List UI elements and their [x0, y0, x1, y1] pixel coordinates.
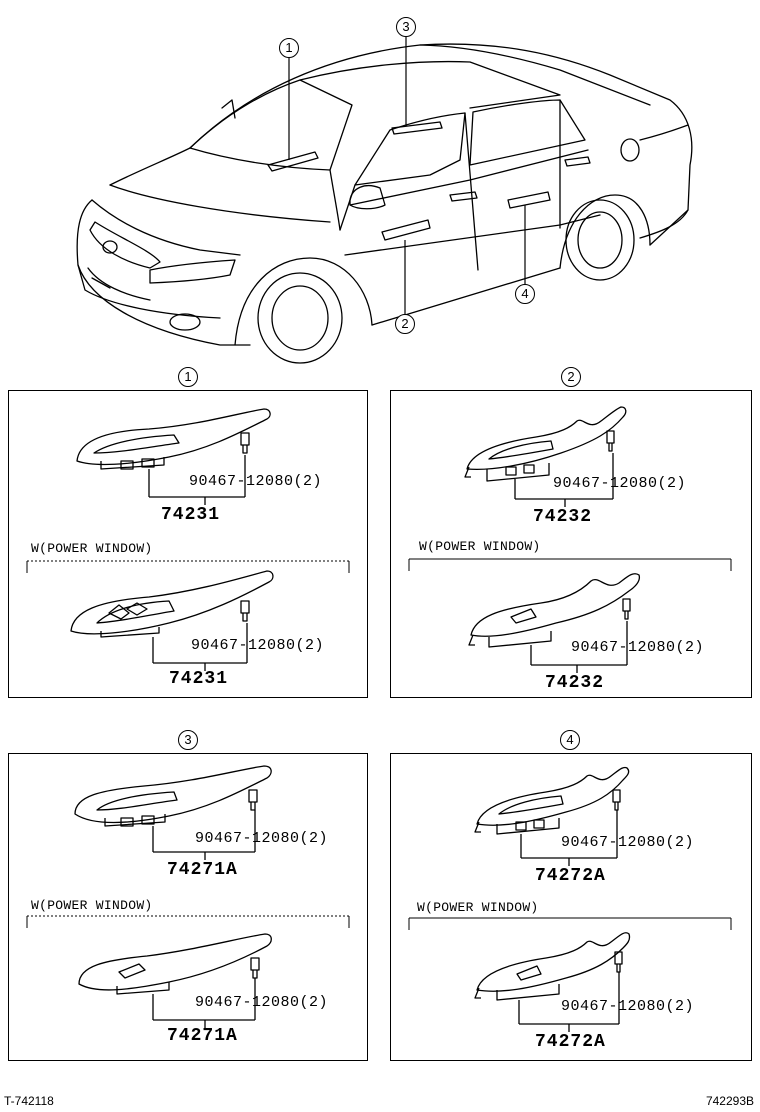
part-number: 74232 [545, 673, 605, 693]
callout-4-car: 4 [515, 284, 535, 304]
part-number: 74231 [169, 669, 229, 689]
panel-4-ref: 4 [560, 730, 580, 750]
callout-1-car: 1 [279, 38, 299, 58]
panel-1-drawing [26, 408, 350, 671]
panel-3-ref: 3 [178, 730, 198, 750]
panel-1: 90467-12080(2) 74231 W(POWER WINDOW) 904… [8, 390, 368, 698]
panel-2-ref: 2 [561, 367, 581, 387]
part-number: 74272A [535, 866, 606, 886]
footer-right-code: 742293B [705, 1094, 754, 1108]
footer-left-code: T-742118 [4, 1094, 54, 1108]
bolt-label: 90467-12080(2) [195, 830, 329, 847]
bolt-label: 90467-12080(2) [553, 475, 687, 492]
variant-label: W(POWER WINDOW) [419, 539, 541, 554]
part-number: 74232 [533, 507, 593, 527]
variant-label: W(POWER WINDOW) [31, 898, 153, 913]
bolt-label: 90467-12080(2) [191, 637, 325, 654]
part-number: 74272A [535, 1032, 606, 1052]
bolt-label: 90467-12080(2) [189, 473, 323, 490]
panel-2-drawing [408, 406, 732, 673]
variant-label: W(POWER WINDOW) [31, 541, 153, 556]
panel-3-drawing [26, 765, 350, 1028]
car-illustration [76, 37, 693, 364]
bolt-label: 90467-12080(2) [561, 834, 695, 851]
callout-2-car: 2 [395, 314, 415, 334]
bolt-label: 90467-12080(2) [561, 998, 695, 1015]
variant-label: W(POWER WINDOW) [417, 900, 539, 915]
part-number: 74271A [167, 1026, 238, 1046]
panel-4: 90467-12080(2) 74272A W(POWER WINDOW) 90… [390, 753, 752, 1061]
panel-2: 90467-12080(2) 74232 W(POWER WINDOW) 904… [390, 390, 752, 698]
panel-1-ref: 1 [178, 367, 198, 387]
part-number: 74271A [167, 860, 238, 880]
part-number: 74231 [161, 505, 221, 525]
panel-4-drawing [408, 766, 732, 1032]
panel-3: 90467-12080(2) 74271A W(POWER WINDOW) 90… [8, 753, 368, 1061]
bolt-label: 90467-12080(2) [571, 639, 705, 656]
bolt-label: 90467-12080(2) [195, 994, 329, 1011]
callout-3-car: 3 [396, 17, 416, 37]
